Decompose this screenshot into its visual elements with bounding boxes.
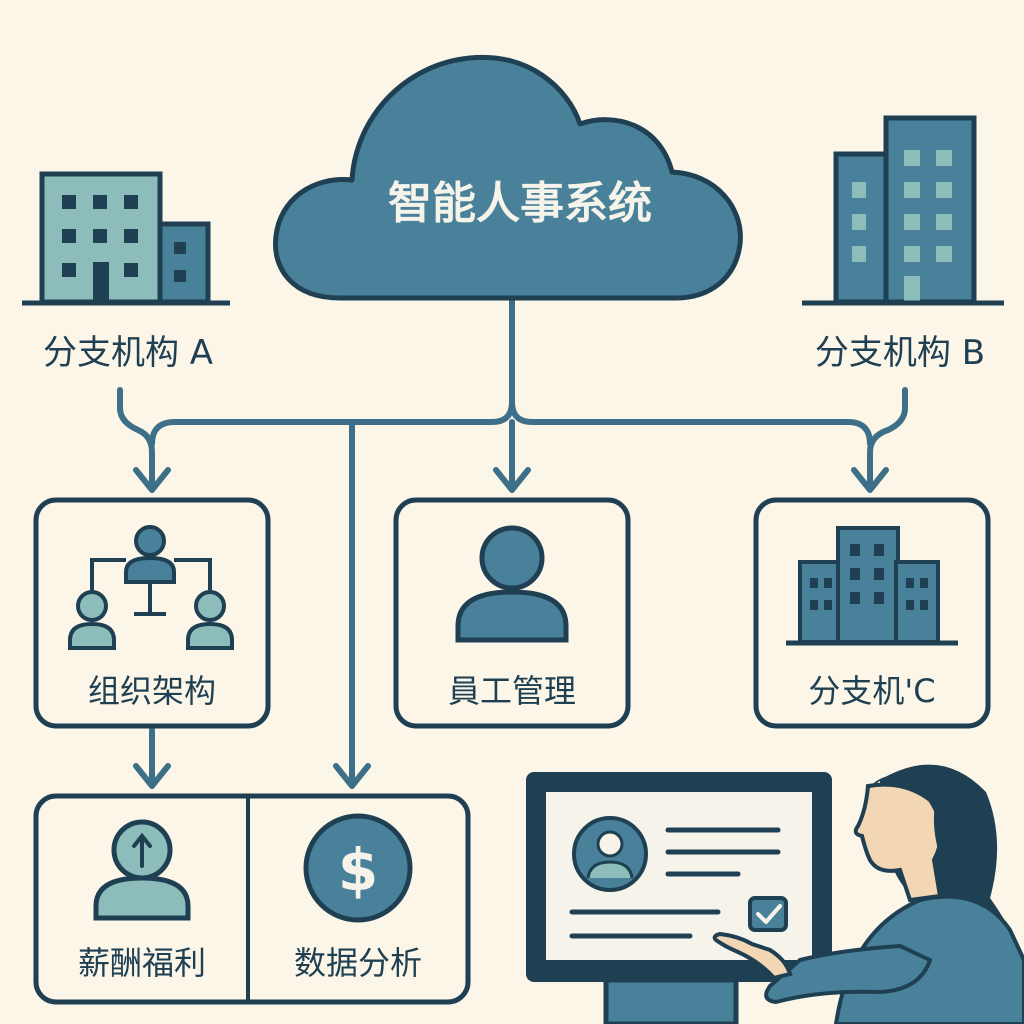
org-chart-icon	[68, 525, 234, 650]
org-structure-card[interactable]: 组织架构	[33, 497, 271, 729]
data-analytics-label: 数据分析	[294, 944, 422, 982]
monitor-icon	[526, 772, 832, 1024]
arrowheads	[133, 467, 889, 789]
system-title: 智能人事系统	[388, 178, 652, 229]
branch-a-label: 分支机构 A	[43, 333, 213, 373]
person-arrow-up-icon	[93, 819, 191, 921]
branch-c-label: 分支机'C	[808, 672, 935, 710]
connector-branch-right-curve	[509, 399, 873, 447]
tall-building-icon	[802, 115, 1004, 306]
arrowhead-org	[133, 467, 171, 493]
office-building-icon	[22, 171, 230, 306]
woman-user-icon	[712, 764, 1024, 1024]
arrowhead-salary	[133, 763, 171, 789]
cloud-icon	[273, 54, 743, 301]
arrowhead-analytics	[333, 763, 371, 789]
employee-management-label: 員工管理	[448, 672, 576, 710]
salary-benefits-label: 薪酬福利	[78, 944, 206, 982]
data-analytics-card[interactable]: $ 数据分析	[294, 813, 422, 982]
connector-branch-b	[867, 387, 908, 491]
svg-text:$: $	[338, 836, 378, 904]
org-structure-label: 组织架构	[88, 672, 216, 710]
person-icon	[455, 525, 569, 643]
connectors	[117, 297, 908, 787]
connector-branch-left-curve	[149, 399, 515, 447]
arrowhead-branch-c	[851, 467, 889, 493]
employee-management-card[interactable]: 員工管理	[393, 497, 631, 729]
city-buildings-icon	[786, 526, 958, 646]
branch-b-label: 分支机构 B	[815, 333, 985, 373]
salary-benefits-card[interactable]: 薪酬福利	[78, 819, 206, 982]
branch-c-card[interactable]: 分支机'C	[753, 497, 991, 729]
dollar-coin-icon: $	[303, 813, 413, 923]
connector-branch-a	[117, 387, 155, 491]
checkbox-checked-icon	[748, 896, 788, 932]
arrowhead-employee	[493, 467, 531, 493]
